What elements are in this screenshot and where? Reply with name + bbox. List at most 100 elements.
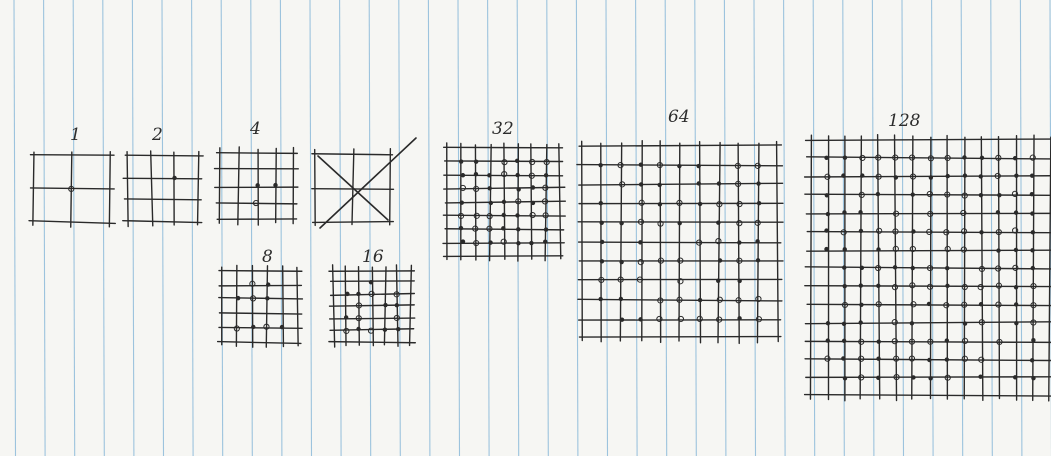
grid-line xyxy=(579,183,783,185)
grid-line xyxy=(219,327,302,328)
grid-dot xyxy=(461,173,465,177)
grid-line xyxy=(313,222,394,223)
grid-line xyxy=(219,298,303,299)
grid-line xyxy=(390,149,391,225)
grid-dot xyxy=(502,200,506,204)
grid-dot xyxy=(876,192,880,196)
grid-dot xyxy=(697,181,701,185)
grid-line xyxy=(266,266,267,347)
rule-line xyxy=(1020,0,1022,456)
grid-dot xyxy=(515,213,519,217)
grid-dot xyxy=(638,240,642,244)
grid-dot xyxy=(1030,358,1034,362)
grid-dot xyxy=(501,226,505,230)
rule-line xyxy=(221,0,223,456)
grid-dot xyxy=(1013,375,1017,379)
grid-dot xyxy=(876,284,880,288)
grid-dot xyxy=(842,322,846,326)
grid-dot xyxy=(996,248,1000,252)
grid-dot xyxy=(1013,156,1017,160)
grid-dot xyxy=(529,241,533,245)
cross-stroke xyxy=(320,138,416,228)
grid-dot xyxy=(599,221,603,225)
grid-dot xyxy=(717,181,721,185)
grid-dot xyxy=(979,302,983,306)
grid-dot xyxy=(842,265,846,269)
grid-dot xyxy=(843,376,847,380)
grid-dot xyxy=(843,155,847,159)
rule-line xyxy=(754,0,756,456)
grid-dot xyxy=(255,183,259,187)
grid-dot xyxy=(698,202,702,206)
grid-dot xyxy=(824,228,828,232)
grid-dot xyxy=(843,247,847,251)
rule-line xyxy=(340,0,342,456)
grid-dot xyxy=(876,356,880,360)
grid-dot xyxy=(487,186,491,190)
grid-line xyxy=(805,395,1051,396)
grid-dot xyxy=(1030,173,1034,177)
grid-dot xyxy=(963,321,967,325)
grid-line xyxy=(71,152,72,227)
grid-dot xyxy=(1014,321,1018,325)
grid-dot xyxy=(658,202,662,206)
grid-dot xyxy=(860,266,864,270)
grid-dot xyxy=(677,221,681,225)
grid-dot xyxy=(1014,248,1018,252)
grid-size-label: 1 xyxy=(70,125,81,145)
grid-dot xyxy=(461,239,465,243)
grid-dot xyxy=(273,183,277,187)
grid-dot xyxy=(945,338,949,342)
grid-line xyxy=(283,266,284,347)
grid-dot xyxy=(1031,338,1035,342)
grid-line xyxy=(579,145,781,146)
grid-line xyxy=(127,152,128,227)
grid-line xyxy=(198,152,199,225)
rule-line xyxy=(902,0,904,456)
grid-line xyxy=(444,147,563,148)
grid-dot xyxy=(251,325,255,329)
grid-dot xyxy=(639,182,643,186)
grid-dot xyxy=(599,201,603,205)
grid-size-label: 8 xyxy=(262,247,273,267)
grid-dot xyxy=(383,303,387,307)
grid-line xyxy=(219,313,301,314)
grid-size-label: 4 xyxy=(249,119,261,139)
grid-dot xyxy=(911,266,915,270)
grid-dot xyxy=(962,155,966,159)
grid-dot xyxy=(515,173,519,177)
grid-dot xyxy=(979,174,983,178)
grid-dot xyxy=(737,279,741,283)
rule-line xyxy=(44,0,46,456)
grid-dot xyxy=(979,230,983,234)
grid-dot xyxy=(345,292,349,296)
grid-sketch-g4: 4 xyxy=(215,119,299,225)
grid-dot xyxy=(1030,211,1034,215)
grid-dot xyxy=(945,266,949,270)
grid-dot xyxy=(1014,285,1018,289)
rule-line xyxy=(428,0,430,456)
rule-line xyxy=(932,0,934,456)
grid-line xyxy=(31,188,115,189)
grid-dot xyxy=(859,283,863,287)
grid-line xyxy=(777,142,779,342)
grid-dot xyxy=(826,321,830,325)
grid-dot xyxy=(843,284,847,288)
grid-line xyxy=(219,148,220,223)
grid-dot xyxy=(927,302,931,306)
grid-dot xyxy=(716,221,720,225)
rule-line xyxy=(369,0,371,456)
grid-dot xyxy=(859,229,863,233)
rule-line xyxy=(606,0,608,456)
rule-line xyxy=(576,0,578,456)
grid-line xyxy=(216,203,297,204)
grid-dot xyxy=(824,156,828,160)
rule-line xyxy=(132,0,134,456)
rule-line xyxy=(192,0,194,456)
grid-dot xyxy=(474,160,478,164)
grid-dot xyxy=(718,258,722,262)
grid-line xyxy=(372,267,373,345)
grid-sketch-g128: 128 xyxy=(805,111,1051,401)
grid-dot xyxy=(927,358,931,362)
